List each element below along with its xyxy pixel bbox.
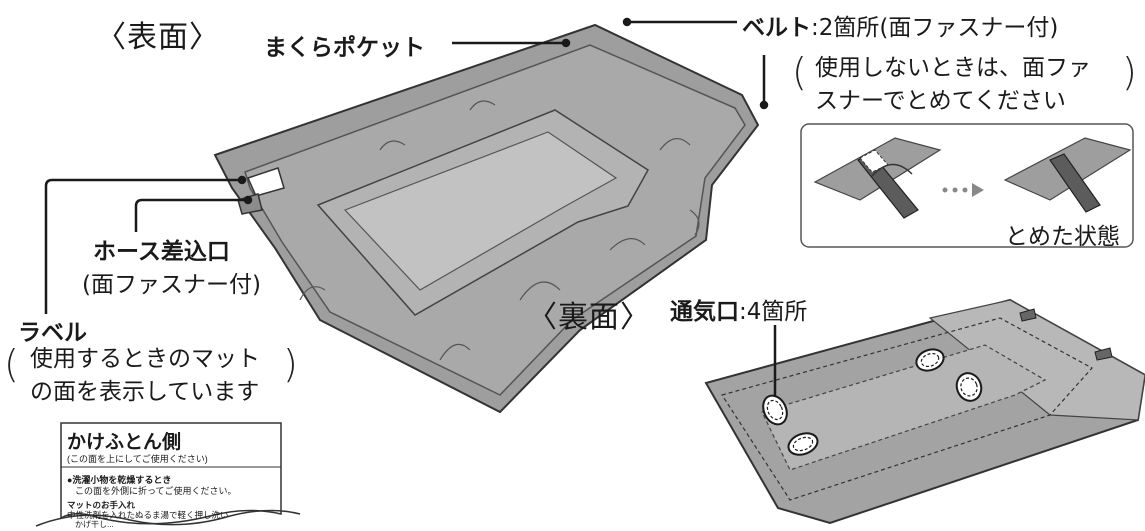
card-bullet-title: ●洗濯小物を乾燥するとき bbox=[67, 475, 172, 485]
card-care-text2: かげ干し... bbox=[75, 520, 114, 528]
belt-inset bbox=[800, 123, 1134, 248]
hose-detail: (面ファスナー付) bbox=[82, 272, 261, 298]
vent-detail: :4箇所 bbox=[739, 299, 808, 325]
vent-label: 通気口 bbox=[670, 299, 739, 325]
label-title: ラベル bbox=[18, 320, 87, 346]
card-heading: かけふとん側 bbox=[67, 432, 182, 453]
card-subheading: (この面を上にしてご使用ください) bbox=[67, 454, 208, 464]
belt-note-line1: 使用しないときは、面ファ bbox=[815, 55, 1091, 81]
label-note-line1: 使用するときのマット bbox=[30, 346, 260, 372]
belt-label: ベルト bbox=[742, 15, 811, 41]
inset-caption: とめた状態 bbox=[1005, 224, 1120, 250]
belt-note-line2: スナーでとめてください bbox=[815, 88, 1066, 114]
hose-label: ホース差込口 bbox=[93, 239, 230, 265]
front-leader-lines bbox=[44, 17, 769, 314]
mat-label-patch bbox=[246, 167, 285, 197]
front-title: 〈表面〉 bbox=[96, 20, 220, 55]
back-title: 〈裏面〉 bbox=[527, 300, 651, 335]
belt-callout: ベルト:2箇所(面ファスナー付) bbox=[742, 8, 1058, 42]
card-bullet-text: この面を外側に折ってご使用ください。 bbox=[75, 486, 237, 496]
label-card-frame bbox=[35, 422, 301, 527]
card-care-title: マットのお手入れ bbox=[67, 500, 136, 510]
back-mat-illustration bbox=[704, 298, 1145, 525]
vent-callout: 通気口:4箇所 bbox=[670, 292, 807, 326]
front-mat-illustration bbox=[213, 23, 760, 414]
card-care-text: 中性洗剤を入れたぬるま湯で軽く押し洗い bbox=[67, 510, 229, 520]
label-note-line2: の面を表示しています bbox=[30, 379, 260, 405]
pillow-pocket-label: まくらポケット bbox=[264, 35, 425, 61]
belt-detail: :2箇所(面ファスナー付) bbox=[811, 15, 1059, 41]
